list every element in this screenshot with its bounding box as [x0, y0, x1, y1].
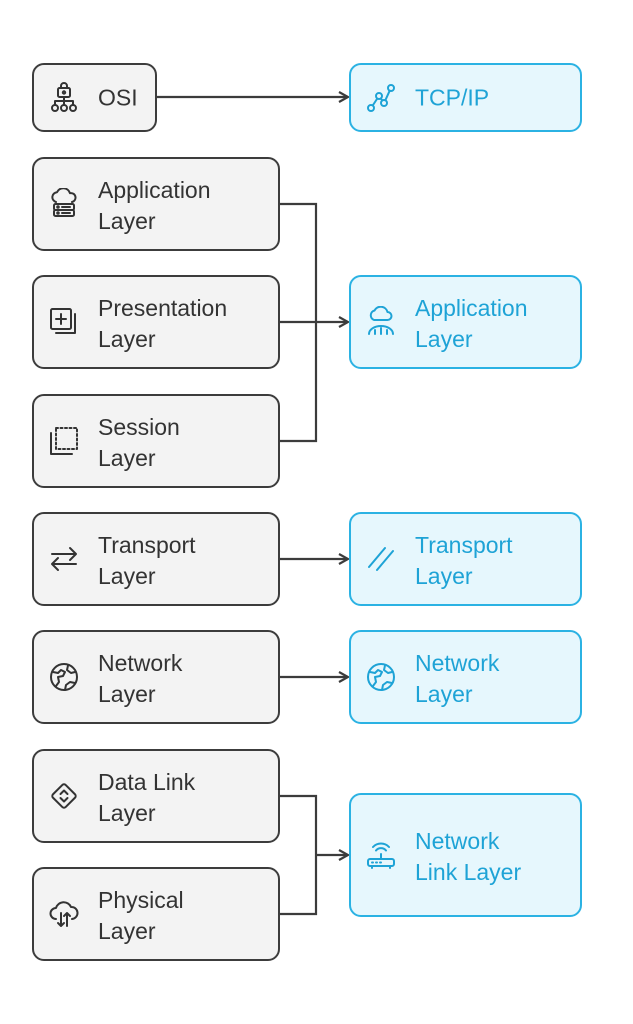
hierarchy-icon — [51, 81, 77, 112]
plus-square-icon — [50, 308, 76, 334]
osi-header-label: OSI — [98, 84, 138, 110]
osi-header-node[interactable]: OSI — [32, 63, 157, 132]
globe-icon — [367, 663, 395, 691]
swap-arrows-icon — [51, 547, 77, 571]
cloud-hand-icon — [368, 306, 394, 335]
cloud-transfer-icon — [49, 901, 79, 927]
dashed-square-icon — [50, 427, 78, 455]
route-icon — [367, 83, 395, 112]
slash-lines-icon — [368, 547, 394, 571]
cloud-server-icon — [51, 188, 77, 217]
connector-link-bracket — [280, 794, 318, 916]
diamond-chevrons-icon — [51, 783, 77, 809]
router-icon — [367, 842, 395, 869]
tcpip-header-node[interactable]: TCP/IP — [349, 63, 582, 132]
globe-icon — [50, 663, 78, 691]
tcpip-header-label: TCP/IP — [415, 84, 490, 110]
